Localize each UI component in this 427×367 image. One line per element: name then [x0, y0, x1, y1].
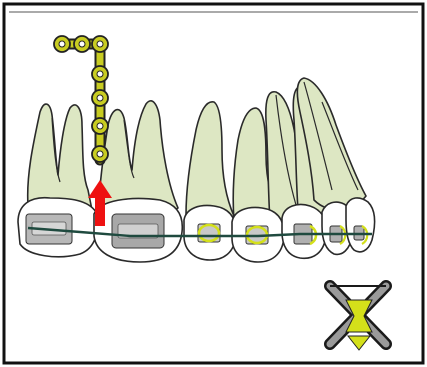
force-arrow-shaft — [95, 196, 105, 226]
miniplate-hole-center — [97, 95, 103, 101]
miniplate-hole-center — [97, 151, 103, 157]
miniplate-hole-center — [97, 71, 103, 77]
cross-arrow-down — [348, 336, 370, 350]
miniplate-hole-center — [97, 123, 103, 129]
miniplate-hole-center — [79, 41, 85, 47]
crown-central-incisor — [346, 198, 375, 252]
miniplate-hole-center — [59, 41, 65, 47]
miniplate-hole-center — [97, 41, 103, 47]
crossed-ligature-symbol — [330, 286, 386, 350]
